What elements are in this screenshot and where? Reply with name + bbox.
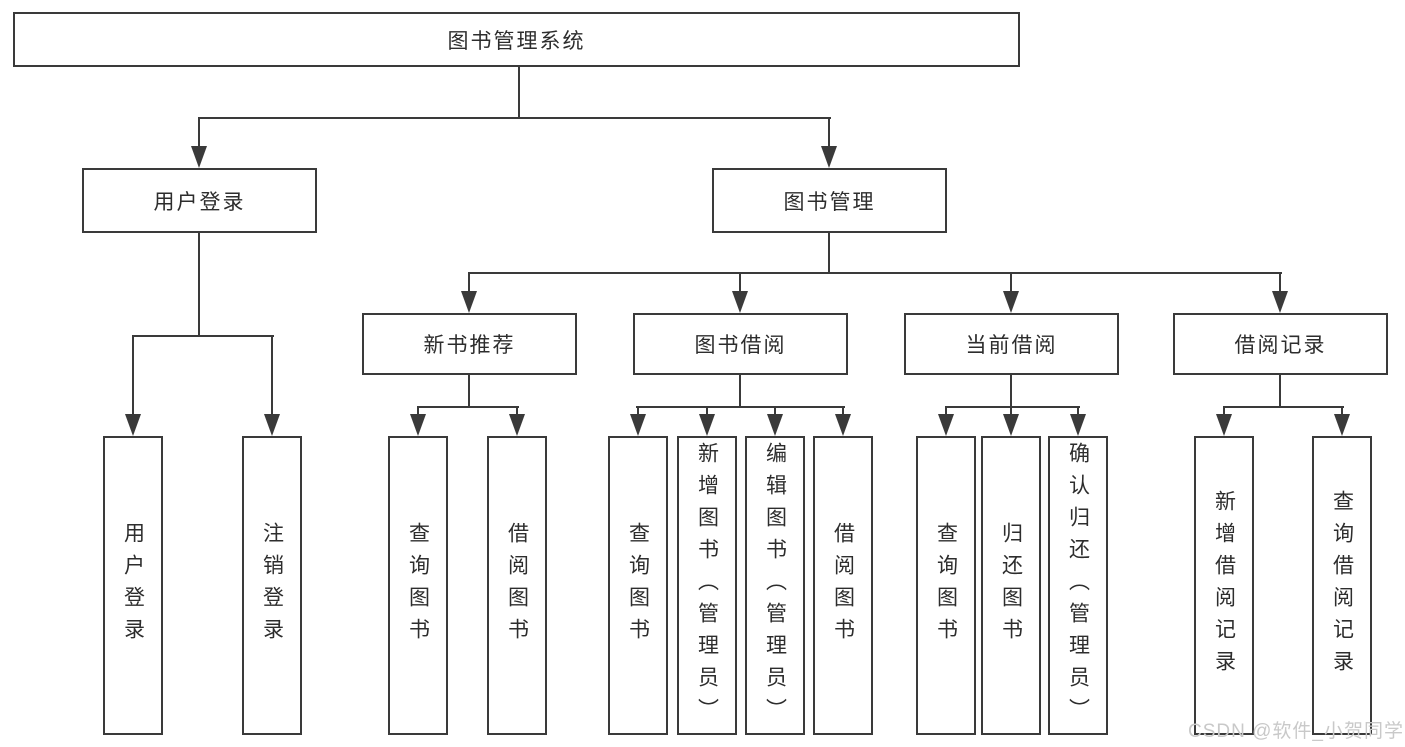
leaf-query-borrow-record: 查询借阅记录 — [1312, 436, 1372, 735]
connector-line — [739, 272, 741, 291]
node-label: 编辑图书（管理员） — [763, 441, 787, 730]
watermark: CSDN @软件_小贺同学 — [1188, 721, 1404, 742]
connector-line — [842, 406, 844, 414]
connector-line — [739, 374, 741, 408]
node-label: 图书借阅 — [694, 334, 787, 357]
connector-line — [828, 117, 830, 146]
connector-line — [1010, 374, 1012, 408]
connector-line — [271, 335, 273, 414]
connector-line — [417, 406, 519, 408]
arrowhead-down-icon — [1070, 414, 1086, 436]
arrowhead-down-icon — [410, 414, 426, 436]
connector-line — [198, 232, 200, 337]
node-label: 查询图书 — [934, 521, 958, 650]
connector-line — [1077, 406, 1079, 414]
connector-line — [945, 406, 947, 414]
node-label: 新增借阅记录 — [1212, 489, 1236, 682]
node-current-borrowing: 当前借阅 — [904, 313, 1119, 375]
node-label: 用户登录 — [153, 190, 246, 214]
arrowhead-down-icon — [509, 414, 525, 436]
connector-line — [1279, 374, 1281, 408]
connector-line — [1010, 406, 1012, 414]
arrowhead-down-icon — [699, 414, 715, 436]
node-label: 新书推荐 — [423, 334, 516, 357]
node-label: 新增图书（管理员） — [695, 441, 719, 730]
node-new-book-recommend: 新书推荐 — [362, 313, 577, 375]
arrowhead-down-icon — [630, 414, 646, 436]
node-label: 确认归还（管理员） — [1066, 441, 1090, 730]
arrowhead-down-icon — [835, 414, 851, 436]
node-label: 查询借阅记录 — [1330, 489, 1354, 682]
connector-line — [828, 232, 830, 274]
leaf-return-books: 归还图书 — [981, 436, 1041, 735]
node-root-library-system: 图书管理系统 — [13, 12, 1020, 67]
connector-line — [198, 117, 831, 119]
leaf-logout: 注销登录 — [242, 436, 302, 735]
node-label: 图书管理 — [783, 190, 876, 214]
connector-line — [637, 406, 639, 414]
node-user-login: 用户登录 — [82, 168, 317, 233]
node-label: 借阅图书 — [505, 521, 529, 650]
leaf-user-login: 用户登录 — [103, 436, 163, 735]
arrowhead-down-icon — [1003, 291, 1019, 313]
node-label: 借阅图书 — [831, 521, 855, 650]
connector-line — [518, 66, 520, 119]
arrowhead-down-icon — [191, 146, 207, 168]
node-label: 借阅记录 — [1234, 334, 1327, 357]
node-label: 图书管理系统 — [447, 29, 586, 53]
leaf-borrow-books: 借阅图书 — [813, 436, 873, 735]
node-label: 查询图书 — [626, 521, 650, 650]
arrowhead-down-icon — [264, 414, 280, 436]
connector-line — [468, 374, 470, 408]
arrowhead-down-icon — [767, 414, 783, 436]
node-label: 用户登录 — [121, 521, 145, 650]
node-label: 归还图书 — [999, 521, 1023, 650]
leaf-borrow-books-recommend: 借阅图书 — [487, 436, 547, 735]
arrowhead-down-icon — [938, 414, 954, 436]
arrowhead-down-icon — [461, 291, 477, 313]
arrowhead-down-icon — [732, 291, 748, 313]
node-book-management: 图书管理 — [712, 168, 947, 233]
arrowhead-down-icon — [821, 146, 837, 168]
connector-line — [1010, 272, 1012, 291]
connector-line — [516, 406, 518, 414]
node-label: 当前借阅 — [965, 334, 1058, 357]
connector-line — [198, 117, 200, 146]
arrowhead-down-icon — [125, 414, 141, 436]
leaf-add-books-admin: 新增图书（管理员） — [677, 436, 737, 735]
leaf-query-books-recommend: 查询图书 — [388, 436, 448, 735]
connector-line — [1223, 406, 1344, 408]
node-book-borrowing: 图书借阅 — [633, 313, 848, 375]
connector-line — [706, 406, 708, 414]
connector-line — [417, 406, 419, 414]
node-label: 注销登录 — [260, 521, 284, 650]
arrowhead-down-icon — [1272, 291, 1288, 313]
connector-line — [1223, 406, 1225, 414]
leaf-confirm-return-admin: 确认归还（管理员） — [1048, 436, 1108, 735]
connector-line — [1341, 406, 1343, 414]
connector-line — [132, 335, 274, 337]
leaf-add-borrow-record: 新增借阅记录 — [1194, 436, 1254, 735]
leaf-query-books-borrow: 查询图书 — [608, 436, 668, 735]
connector-line — [468, 272, 470, 291]
arrowhead-down-icon — [1003, 414, 1019, 436]
node-borrow-records: 借阅记录 — [1173, 313, 1388, 375]
connector-line — [132, 335, 134, 414]
connector-line — [774, 406, 776, 414]
arrowhead-down-icon — [1216, 414, 1232, 436]
connector-line — [1279, 272, 1281, 291]
leaf-edit-books-admin: 编辑图书（管理员） — [745, 436, 805, 735]
connector-line — [636, 406, 845, 408]
connector-line — [468, 272, 1282, 274]
arrowhead-down-icon — [1334, 414, 1350, 436]
node-label: 查询图书 — [406, 521, 430, 650]
connector-line — [945, 406, 1080, 408]
leaf-query-books-current: 查询图书 — [916, 436, 976, 735]
